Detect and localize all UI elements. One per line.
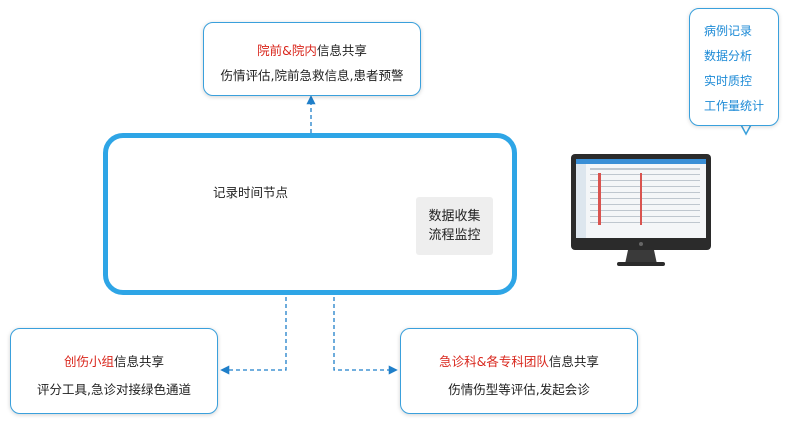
desktop-monitor-icon (571, 154, 711, 266)
right-box-subtitle: 伤情伤型等评估,发起会诊 (448, 382, 590, 397)
bubble-item-workload-stats: 工作量统计 (704, 99, 765, 113)
left-box-title-highlight: 创伤小组 (63, 354, 114, 369)
data-collect-box: 数据收集 流程监控 (416, 197, 493, 255)
top-box-title: 院前&院内信息共享 (204, 40, 420, 59)
right-box-title: 急诊科&各专科团队信息共享 (401, 351, 637, 370)
right-box-title-rest: 信息共享 (548, 354, 599, 369)
bubble-item-realtime-qc: 实时质控 (704, 74, 753, 88)
right-info-box: 急诊科&各专科团队信息共享 伤情伤型等评估,发起会诊 (400, 328, 638, 414)
time-node-label: 记录时间节点 (213, 185, 289, 200)
left-box-title: 创伤小组信息共享 (11, 351, 217, 370)
collect-line-1: 数据收集 (428, 209, 481, 224)
left-box-title-rest: 信息共享 (114, 354, 165, 369)
feature-bubble: 病例记录 数据分析 实时质控 工作量统计 (689, 8, 779, 126)
left-box-subtitle: 评分工具,急诊对接绿色通道 (37, 382, 191, 397)
top-box-subtitle: 伤情评估,院前急救信息,患者预警 (220, 68, 404, 83)
bubble-item-case-record: 病例记录 (704, 24, 753, 38)
top-box-title-highlight: 院前&院内 (257, 43, 317, 58)
top-box-title-rest: 信息共享 (316, 43, 367, 58)
right-box-title-highlight: 急诊科&各专科团队 (439, 354, 549, 369)
collect-line-2: 流程监控 (428, 228, 481, 243)
top-info-box: 院前&院内信息共享 伤情评估,院前急救信息,患者预警 (203, 22, 421, 96)
arrow-to-left-box (220, 297, 287, 375)
left-info-box: 创伤小组信息共享 评分工具,急诊对接绿色通道 (10, 328, 218, 414)
bubble-item-data-analysis: 数据分析 (704, 49, 753, 63)
arrow-to-right-box (333, 297, 398, 375)
